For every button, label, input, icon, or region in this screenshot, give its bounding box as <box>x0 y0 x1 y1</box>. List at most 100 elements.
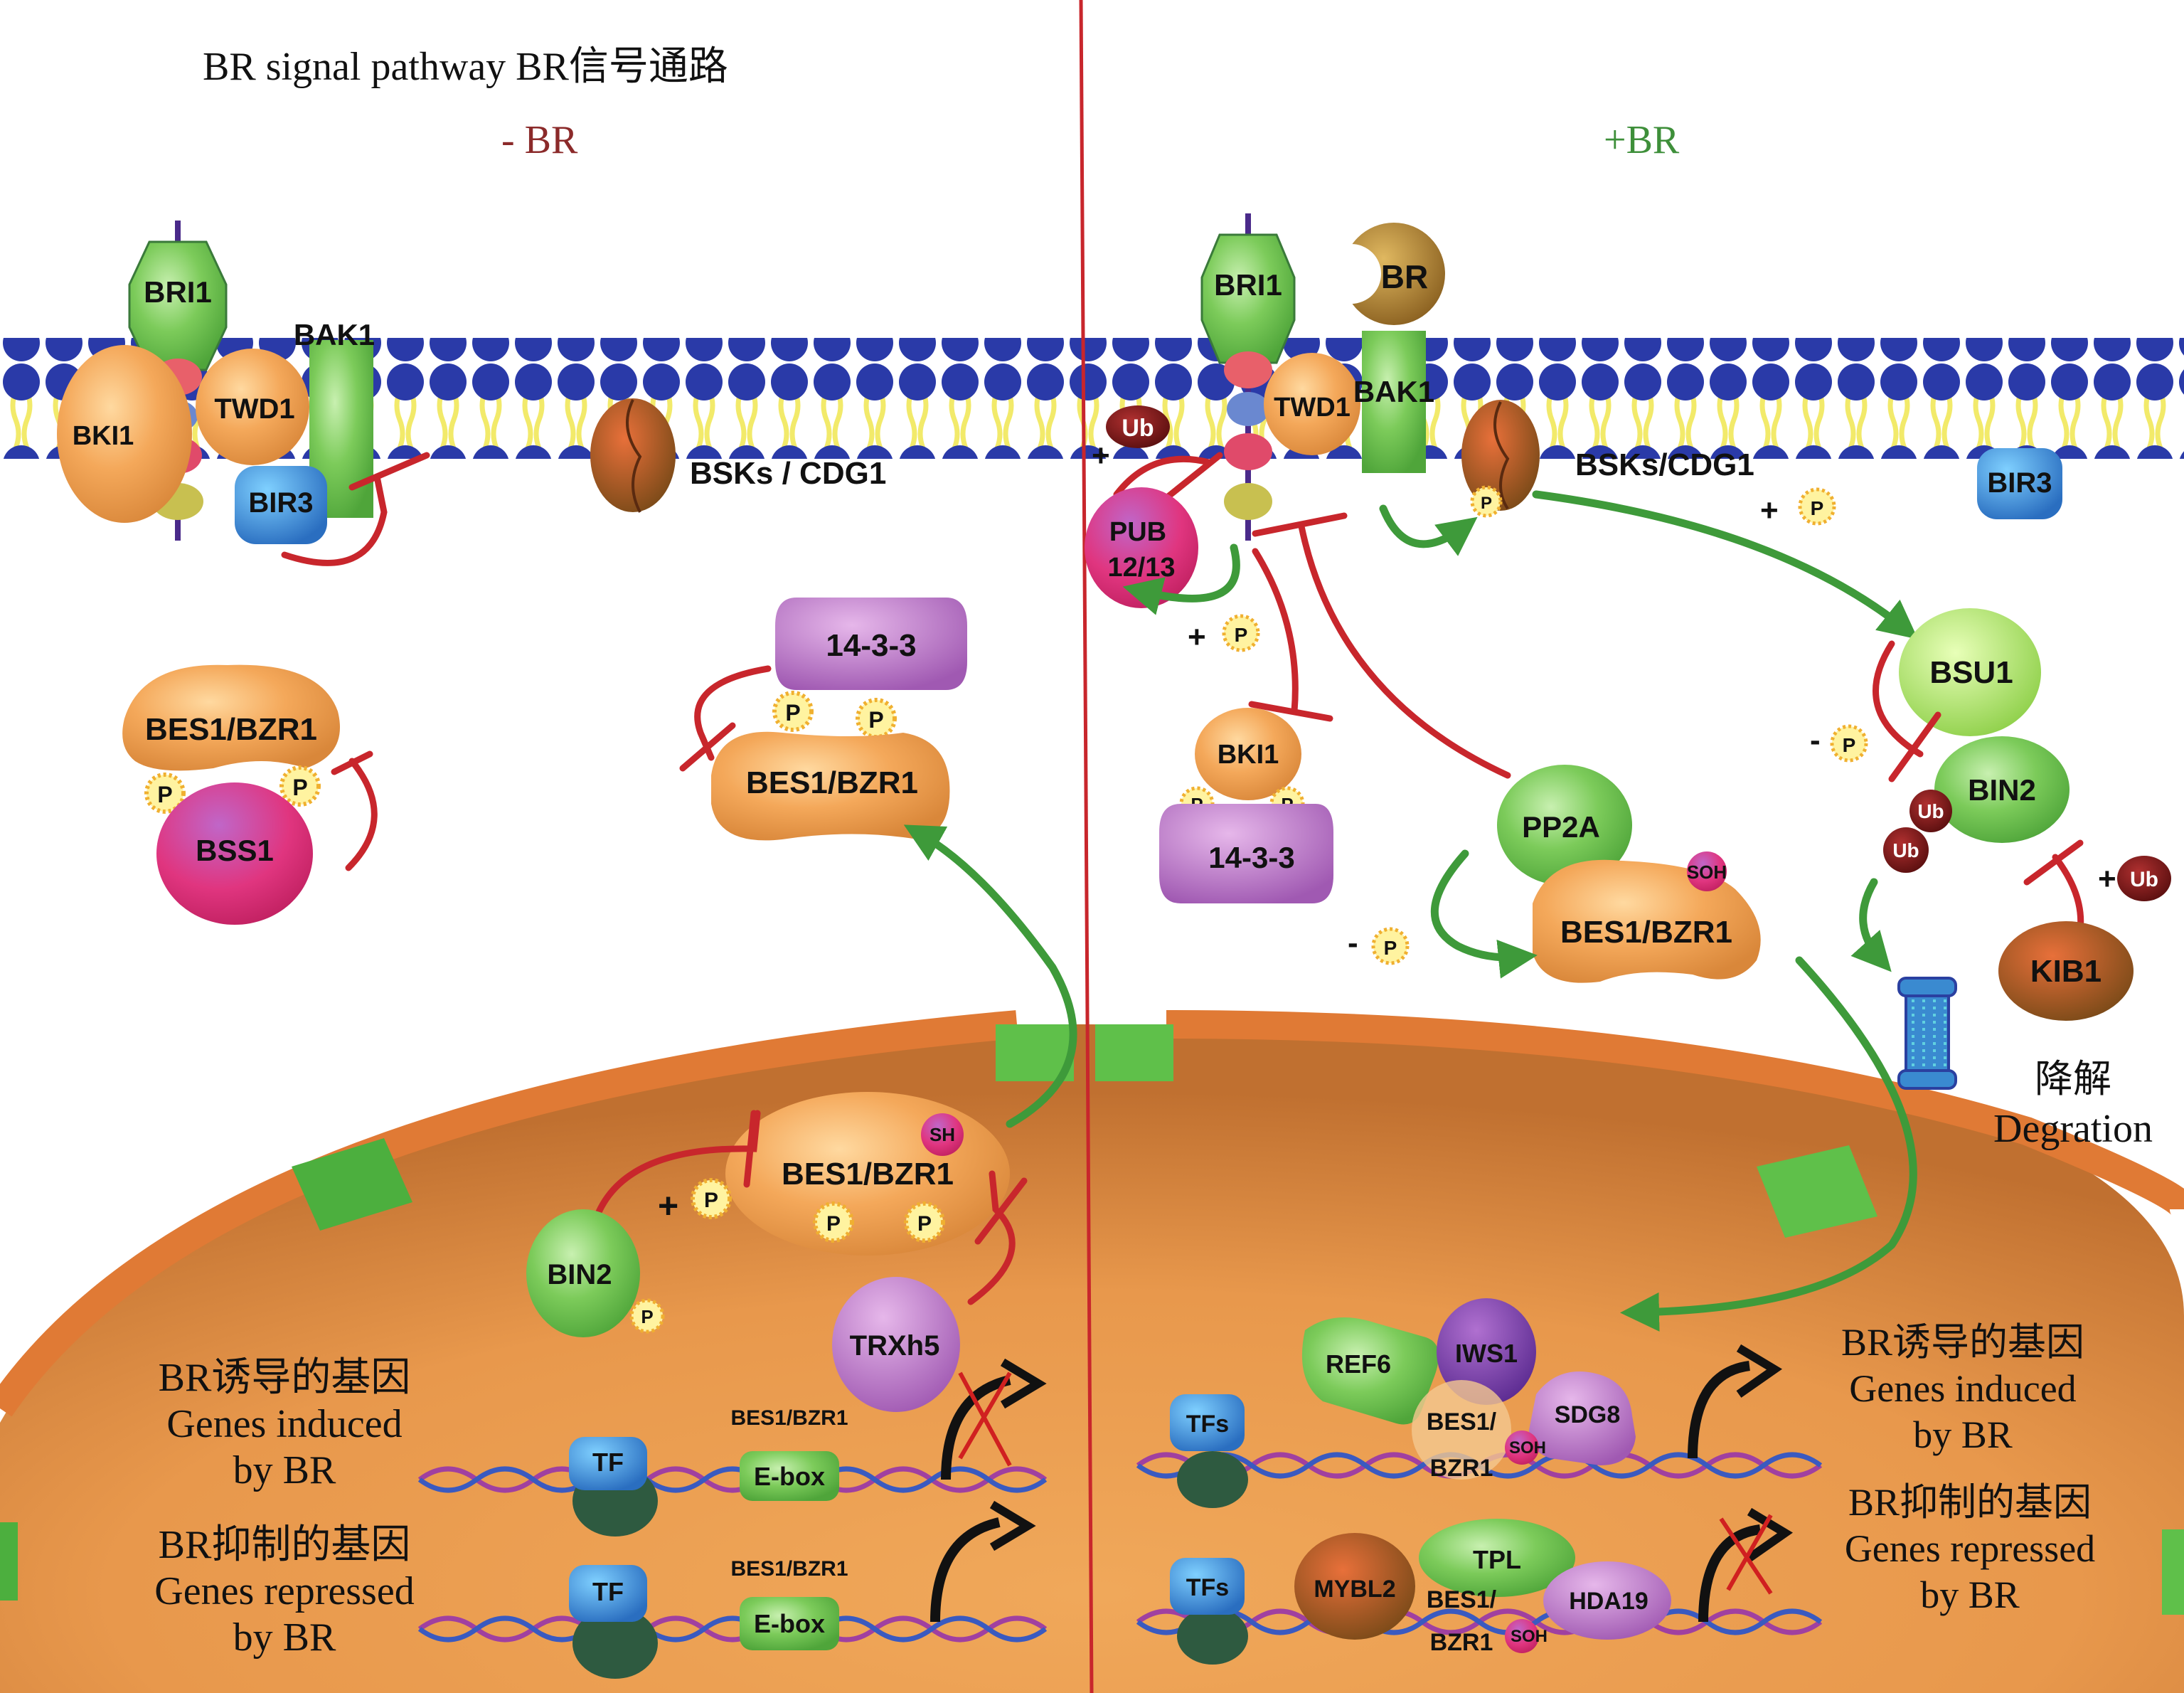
minus-sign: - <box>1348 925 1358 960</box>
tf-label: TF <box>592 1577 624 1606</box>
pub-protein <box>1085 487 1198 608</box>
bes1-1433-complex: 14-3-3 P P BES1/BZR1 <box>679 598 1077 1128</box>
bsks-label: BSKs/CDG1 <box>1575 447 1754 482</box>
induced-genes-zh: BR诱导的基因 <box>159 1356 411 1400</box>
bin2-protein <box>526 1209 640 1337</box>
repressed-genes-zh: BR抑制的基因 <box>159 1523 411 1567</box>
induced-genes-en: Genes induced <box>1849 1367 2076 1410</box>
kib1-label: KIB1 <box>2030 954 2102 989</box>
arrow-pp2a-dephos <box>1431 849 1538 979</box>
nucleus <box>0 1024 2184 1693</box>
mybl2-label: MYBL2 <box>1314 1576 1395 1603</box>
trxh5-label: TRXh5 <box>850 1330 940 1362</box>
dna-strand <box>417 1466 1048 1493</box>
nuclear-pores <box>0 1024 2184 1615</box>
phospho-label: P <box>1481 494 1492 513</box>
panel-label-plus-br: +BR <box>1604 118 1680 162</box>
bes1-protein <box>122 664 340 771</box>
repressed-genes-en2: by BR <box>233 1615 336 1660</box>
tpl-label: TPL <box>1473 1545 1521 1574</box>
import-arrow <box>1620 956 1917 1332</box>
phospho-label: P <box>1843 734 1856 756</box>
ebox <box>740 1451 839 1501</box>
pp2a-label: PP2A <box>1522 810 1600 844</box>
sdg8-label: SDG8 <box>1555 1401 1621 1428</box>
plus-sign: + <box>1092 438 1110 473</box>
bes1-label: BES1/BZR1 <box>782 1157 954 1192</box>
ub-label: Ub <box>1917 800 1944 822</box>
phospho-label: P <box>704 1189 718 1212</box>
tfs-label: TFs <box>1186 1411 1229 1438</box>
left-bsks: BSKs / CDG1 <box>590 398 886 513</box>
bes1-protein <box>711 731 950 841</box>
sdg8-protein <box>1529 1371 1636 1465</box>
bki1-protein <box>57 345 192 523</box>
pp2a-protein <box>1497 765 1632 886</box>
panel-divider <box>1079 0 1094 1693</box>
bir3-protein <box>1977 448 2062 519</box>
inhibition-bki1 <box>1248 548 1333 722</box>
phospho-label: P <box>868 707 883 733</box>
inhibition-bir3 <box>281 452 430 566</box>
bsk-protein <box>590 398 676 512</box>
bsu1-label: BSU1 <box>1929 655 2013 690</box>
bss1-label: BSS1 <box>196 834 274 867</box>
tf-protein <box>569 1565 647 1622</box>
iws1-label: IWS1 <box>1455 1339 1518 1368</box>
right-bsks: P BSKs/CDG1 + P BIR3 <box>1379 400 2062 639</box>
bes1-bss1-complex: BES1/BZR1 P P BSS1 <box>122 664 378 925</box>
bki1-protein <box>1195 708 1301 800</box>
bsu1-protein <box>1899 608 2041 736</box>
bak1-protein <box>309 340 373 518</box>
tfs-protein <box>1170 1558 1245 1615</box>
mybl2-protein <box>1294 1533 1415 1640</box>
plus-sign: + <box>658 1186 678 1226</box>
inhibition-pub <box>1113 452 1223 501</box>
ebox <box>740 1597 839 1650</box>
dna-strand <box>417 1615 1048 1642</box>
repressed-genes-zh: BR抑制的基因 <box>1848 1481 2092 1524</box>
bes1-label: BES1/BZR1 <box>1560 915 1732 950</box>
bin2-degradation: BSU1 - P BIN2 Ub Ub + Ub KIB1 降解 Degrati… <box>1810 608 2171 1151</box>
inhibition-bsu1-bin2 <box>1873 640 1941 782</box>
bir3-label: BIR3 <box>1987 467 2052 499</box>
bki1-1433-complex: BKI1 P P 14-3-3 <box>1159 708 1333 903</box>
bin2-label: BIN2 <box>1968 773 2036 807</box>
kib1-protein <box>1998 921 2134 1021</box>
dna-strand <box>417 1466 1048 1493</box>
bes1-label: BES1/ <box>1427 1586 1497 1613</box>
nuclear-pore <box>2162 1529 2184 1615</box>
ub-label: Ub <box>2130 868 2158 891</box>
repressed-genes-en: Genes repressed <box>1845 1527 2095 1570</box>
nuclear-pore <box>1757 1145 1877 1238</box>
1433-protein <box>775 598 967 690</box>
plus-sign: + <box>1760 493 1779 528</box>
left-nucleus-content: SH BES1/BZR1 P P + P BIN2 P TRXh5 TF BES… <box>154 1092 1048 1679</box>
bri1-label: BRI1 <box>1214 268 1282 302</box>
bri1-protein <box>128 240 228 371</box>
ub-label: Ub <box>1892 839 1919 861</box>
soh-label: SOH <box>1509 1438 1546 1458</box>
panel-label-minus-br: - BR <box>501 118 578 162</box>
tfs-label: TFs <box>1186 1574 1229 1601</box>
bsks-label: BSKs / CDG1 <box>690 456 886 491</box>
degradation-zh: 降解 <box>2035 1058 2111 1100</box>
twd1-label: TWD1 <box>214 393 294 425</box>
induced-genes-en: Genes induced <box>166 1402 402 1446</box>
iws1-protein <box>1437 1298 1536 1405</box>
bki1-label: BKI1 <box>73 421 134 451</box>
plus-sign: + <box>1188 620 1206 654</box>
bes1-label: BES1/BZR1 <box>145 712 317 747</box>
bes1-label: BES1/ <box>1427 1408 1497 1435</box>
hda19-protein <box>1543 1561 1671 1640</box>
bir3-label: BIR3 <box>248 487 313 519</box>
phospho-label: P <box>641 1306 653 1327</box>
phospho-label: P <box>826 1212 841 1236</box>
bri1-label: BRI1 <box>144 275 212 309</box>
bes1-label: BES1/BZR1 <box>730 1406 848 1430</box>
trxh5-protein <box>832 1277 960 1412</box>
bzr1-label: BZR1 <box>1430 1629 1493 1656</box>
plus-sign: + <box>2098 861 2116 896</box>
bss1-protein <box>156 782 313 925</box>
